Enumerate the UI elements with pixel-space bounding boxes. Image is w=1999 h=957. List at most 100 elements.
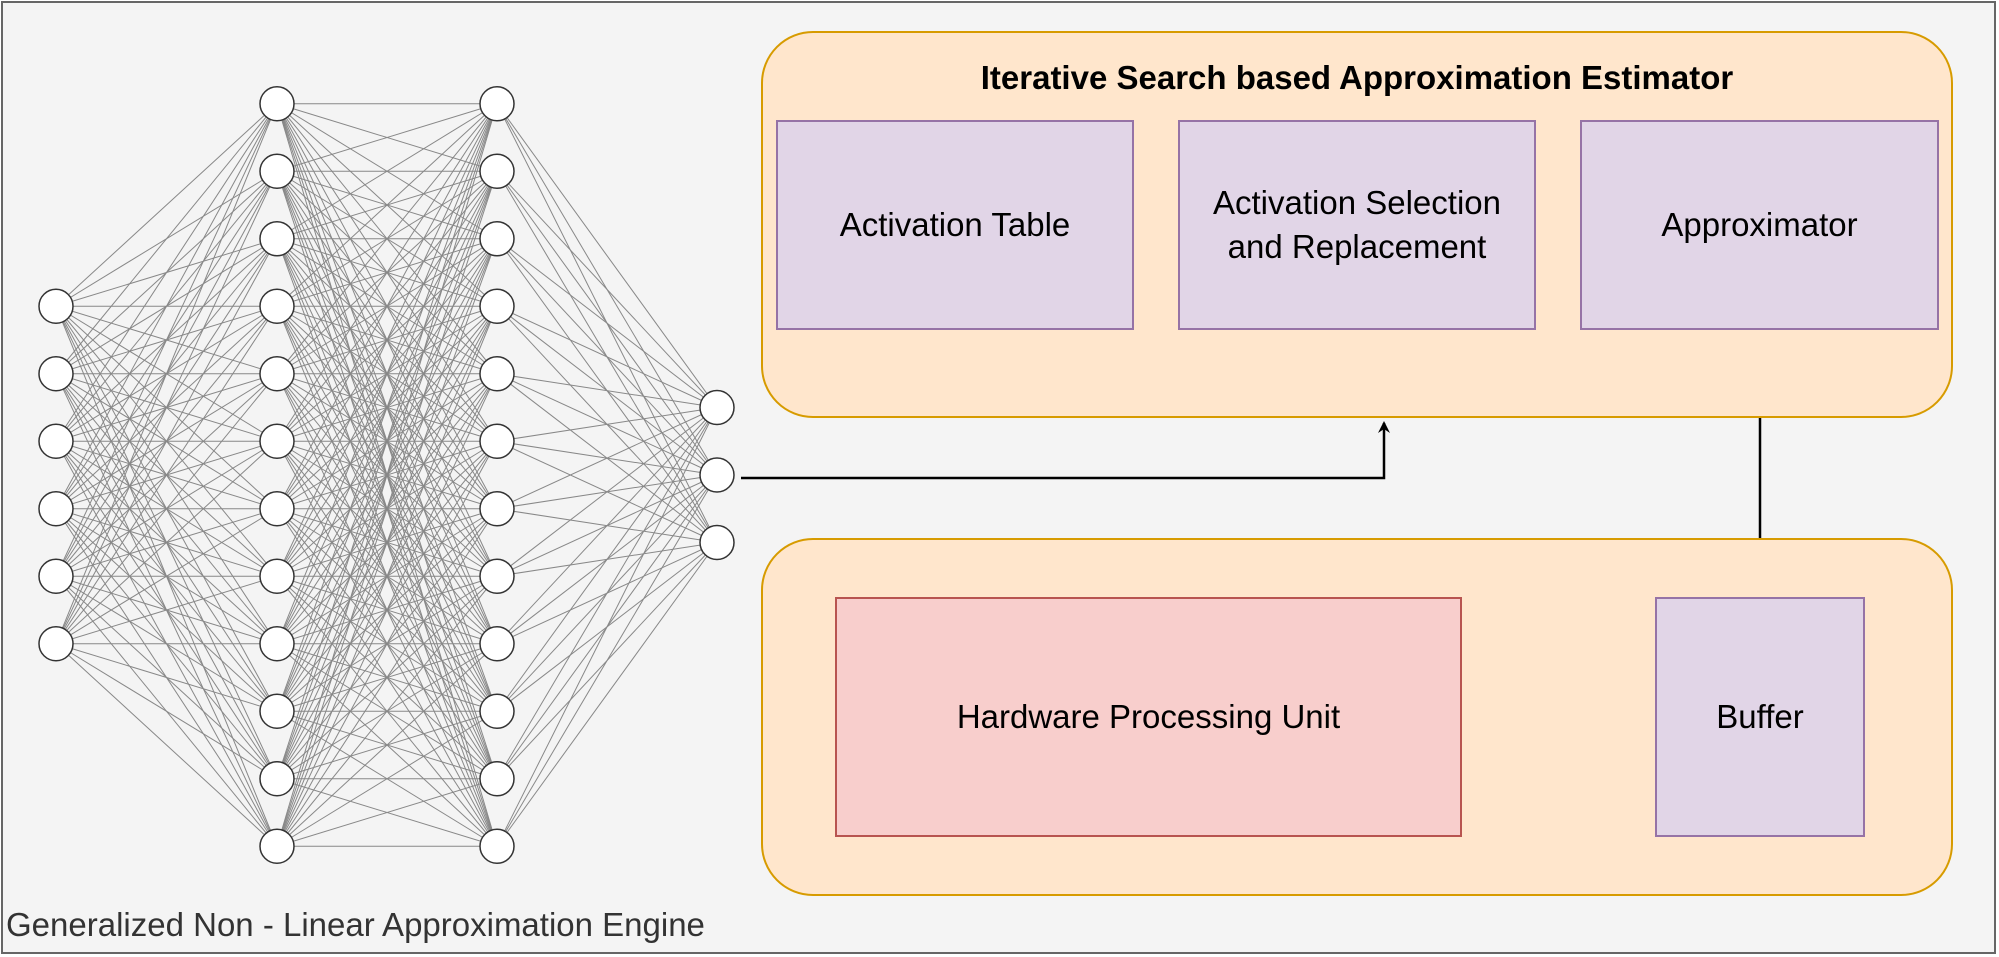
activation-selection-line2: and Replacement [1227, 228, 1487, 265]
neuron-node-layer-1 [38, 626, 74, 662]
network-edge [276, 103, 498, 644]
buffer-label: Buffer [1716, 698, 1804, 735]
network-edge [55, 103, 278, 375]
network-edge [496, 305, 718, 408]
network-edge [276, 171, 498, 847]
network-edge [496, 407, 718, 847]
neuron-node-layer-3 [479, 86, 515, 122]
network-edge [276, 373, 498, 847]
neuron-node-layer-2 [259, 153, 295, 189]
network-edge [276, 103, 498, 779]
approximator-label: Approximator [1661, 206, 1858, 243]
neuron-node-layer-3 [479, 626, 515, 662]
network-edge [276, 103, 498, 240]
neuron-node-layer-2 [259, 288, 295, 324]
neuron-node-layer-4 [699, 524, 735, 561]
network-edge [55, 103, 278, 509]
network-edge [276, 441, 498, 847]
engine-caption: Generalized Non - Linear Approximation E… [6, 906, 705, 943]
hardware-processing-unit-block: Hardware Processing Unit [835, 597, 1462, 837]
neuron-node-layer-4 [699, 457, 735, 493]
network-edge [276, 778, 498, 847]
neuron-node-layer-3 [479, 221, 515, 257]
hardware-processing-unit-label: Hardware Processing Unit [956, 698, 1341, 735]
network-edge [276, 103, 498, 712]
network-edge [496, 407, 718, 510]
network-edge [276, 306, 498, 847]
network-edge [496, 373, 718, 408]
network-edge [276, 103, 498, 172]
neuron-node-layer-2 [259, 491, 295, 527]
neuron-node-layer-3 [479, 356, 515, 392]
neuron-node-layer-2 [259, 558, 295, 594]
network-edge [496, 542, 718, 847]
activation-table-block: Activation Table [776, 120, 1134, 330]
network-edge [276, 103, 498, 577]
neuron-node-layer-3 [479, 491, 515, 527]
neuron-node-layer-2 [259, 693, 295, 729]
neuron-node-layer-3 [479, 558, 515, 594]
neuron-node-layer-3 [479, 828, 515, 864]
network-edge [276, 103, 498, 442]
network-edge [496, 407, 718, 712]
network-edge [55, 373, 278, 645]
neuron-node-layer-2 [259, 828, 295, 864]
network-edge [55, 508, 278, 645]
network-edge [55, 575, 278, 645]
neuron-node-layer-2 [259, 626, 295, 662]
network-edge [276, 710, 498, 847]
approximator-block: Approximator [1580, 120, 1939, 330]
network-edge [496, 103, 718, 408]
estimator-title: Iterative Search based Approximation Est… [980, 59, 1734, 96]
network-edge [276, 103, 498, 375]
activation-selection-line1: Activation Selection [1213, 184, 1501, 221]
network-edge [496, 407, 718, 442]
network-edge [55, 440, 278, 645]
network-edge [55, 103, 278, 644]
neuron-node-layer-2 [259, 423, 295, 459]
network-edge [496, 407, 718, 780]
activation-selection-block: Activation Selection and Replacement [1178, 120, 1536, 330]
network-nodes [38, 86, 735, 864]
neuron-node-layer-3 [479, 693, 515, 729]
network-edge [276, 103, 498, 847]
network-edge [496, 474, 718, 847]
neuron-node-layer-1 [38, 288, 74, 324]
network-edge [496, 407, 718, 577]
neuron-node-layer-2 [259, 761, 295, 797]
network-to-estimator-arrow [741, 421, 1390, 480]
network-edge [55, 643, 278, 712]
network-edge [276, 103, 498, 509]
neuron-node-layer-2 [259, 356, 295, 392]
network-edge [55, 103, 278, 577]
neuron-node-layer-2 [259, 86, 295, 122]
network-edge [55, 643, 278, 847]
network-edge [276, 103, 498, 307]
network-edge [276, 575, 498, 847]
neuron-node-layer-3 [479, 153, 515, 189]
activation-selection-label: Activation Selection and Replacement [1213, 181, 1501, 269]
network-edge [276, 238, 498, 847]
neuron-node-layer-3 [479, 761, 515, 797]
neuron-node-layer-1 [38, 491, 74, 527]
neuron-node-layer-3 [479, 423, 515, 459]
activation-table-label: Activation Table [839, 206, 1071, 243]
neuron-node-layer-4 [699, 389, 735, 426]
network-edge [496, 238, 718, 408]
network-edge [55, 643, 278, 780]
network-edge [55, 238, 278, 644]
network-edges [55, 103, 718, 847]
network-edge [496, 407, 718, 645]
neuron-node-layer-2 [259, 221, 295, 257]
network-edge [55, 171, 278, 644]
neuron-node-layer-1 [38, 558, 74, 594]
neuron-node-layer-1 [38, 423, 74, 459]
neuron-node-layer-1 [38, 356, 74, 392]
network-edge [276, 643, 498, 847]
neuron-node-layer-3 [479, 288, 515, 324]
network-edge [276, 508, 498, 847]
network-edge [55, 305, 278, 645]
network-edge [496, 170, 718, 408]
